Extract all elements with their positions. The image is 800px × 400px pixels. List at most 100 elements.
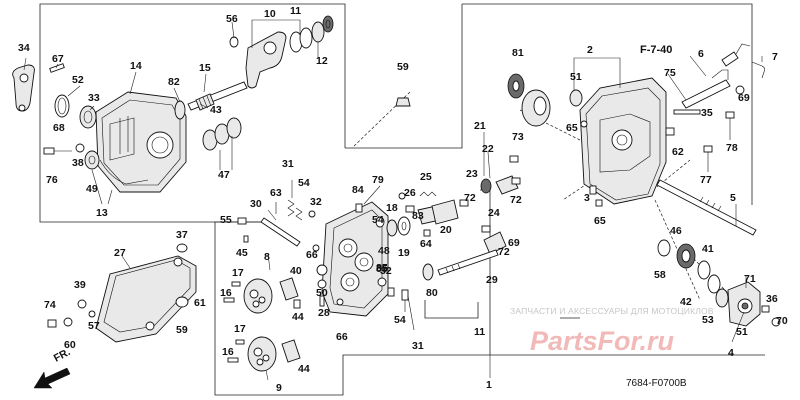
- part-oring-52: [54, 94, 70, 118]
- part-bolt-65: [595, 199, 603, 207]
- callout-54: 54: [394, 314, 406, 326]
- callout-26: 26: [404, 187, 416, 199]
- callout-34: 34: [18, 42, 30, 54]
- callout-47: 47: [218, 169, 230, 181]
- watermark: ЗАПЧАСТИ И АКСЕССУАРЫ ДЛЯ МОТОЦИКЛОВ Par…: [510, 306, 714, 356]
- callout-57: 57: [88, 320, 100, 332]
- callout-1: 1: [486, 379, 492, 391]
- callout-16: 16: [220, 287, 232, 299]
- part-housing-14: [95, 91, 187, 193]
- part-bolt-72-mid: [459, 199, 469, 207]
- part-washer-39: [77, 299, 87, 309]
- callout-16: 16: [222, 346, 234, 358]
- part-washer-60: [63, 317, 73, 327]
- callout-54: 54: [372, 214, 384, 226]
- part-spring-31: [287, 199, 295, 217]
- callout-80: 80: [426, 287, 438, 299]
- part-bolt-77: [703, 145, 713, 172]
- part-washer-66-lower: [336, 298, 344, 306]
- callout-45: 45: [236, 247, 248, 259]
- callout-22: 22: [482, 143, 494, 155]
- callout-37: 37: [176, 229, 188, 241]
- part-plate-20: [431, 199, 459, 225]
- callout-72: 72: [510, 194, 522, 206]
- part-bolt-78: [725, 111, 735, 140]
- callout-77: 77: [700, 174, 712, 186]
- part-pin-16-lower: [227, 357, 239, 363]
- part-plate-69: [483, 231, 507, 255]
- callout-7: 7: [772, 51, 778, 63]
- watermark-logo: PartsFor.ru: [530, 326, 675, 356]
- callout-49: 49: [86, 183, 98, 195]
- part-shaft-15: [187, 81, 248, 111]
- callout-73: 73: [512, 131, 524, 143]
- part-pin-16-upper: [223, 297, 235, 303]
- callout-66: 66: [336, 331, 348, 343]
- part-washer-65-top: [580, 120, 588, 128]
- callout-71: 71: [744, 273, 756, 285]
- part-bolt-35: [673, 109, 701, 115]
- callout-75: 75: [664, 67, 676, 79]
- watermark-text: ЗАПЧАСТИ И АКСЕССУАРЫ ДЛЯ МОТОЦИКЛОВ: [510, 306, 714, 316]
- callout-78: 78: [726, 142, 738, 154]
- callout-17: 17: [232, 267, 244, 279]
- part-washer-70: [771, 317, 781, 327]
- callout-50: 50: [316, 287, 328, 299]
- callout-59: 59: [397, 61, 409, 73]
- callout-18: 18: [386, 202, 398, 214]
- part-plate-44-lower: [281, 339, 301, 363]
- callout-14: 14: [130, 60, 142, 72]
- part-collar-61: [175, 296, 189, 308]
- callout-60: 60: [64, 339, 76, 351]
- part-seal-80: [422, 263, 434, 281]
- callout-f-7-40: F-7-40: [640, 44, 672, 56]
- callout-13: 13: [96, 207, 108, 219]
- part-bearing-81: [507, 73, 525, 99]
- callout-69: 69: [508, 237, 520, 249]
- callout-4: 4: [728, 347, 734, 359]
- callout-66: 66: [306, 249, 318, 261]
- callout-21: 21: [474, 120, 486, 132]
- part-bolt-32-low: [387, 287, 395, 297]
- drawing-code: 7684-F0700B: [626, 378, 687, 389]
- callout-32: 32: [380, 265, 392, 277]
- callout-46: 46: [670, 225, 682, 237]
- callout-74: 74: [44, 299, 56, 311]
- callout-84: 84: [352, 184, 364, 196]
- part-seal-49: [84, 150, 100, 170]
- callout-28: 28: [318, 307, 330, 319]
- part-bolt-72: [511, 177, 521, 185]
- callout-3: 3: [584, 192, 590, 204]
- part-collar-57: [88, 310, 96, 318]
- callout-27: 27: [114, 247, 126, 259]
- part-bolt-44-upper: [293, 299, 301, 309]
- part-bolt-3: [589, 185, 597, 195]
- part-plate-40: [279, 277, 299, 301]
- part-bolt-74: [47, 319, 57, 328]
- callout-17: 17: [234, 323, 246, 335]
- callout-62: 62: [672, 146, 684, 158]
- part-washer-18: [375, 216, 385, 228]
- callout-72: 72: [464, 192, 476, 204]
- callout-65: 65: [594, 215, 606, 227]
- part-washer-85: [377, 277, 387, 287]
- callout-8: 8: [264, 251, 270, 263]
- callout-40: 40: [290, 265, 302, 277]
- part-seal-53: [715, 288, 729, 308]
- part-washer-50: [316, 264, 328, 289]
- callout-10: 10: [264, 8, 276, 20]
- part-fork-10: [245, 31, 287, 89]
- callout-68: 68: [53, 122, 65, 134]
- part-ring-41: [697, 260, 711, 280]
- part-rings-12: [289, 15, 334, 53]
- callout-33: 33: [88, 92, 100, 104]
- callout-59: 59: [176, 324, 188, 336]
- callout-85: 85: [376, 262, 388, 274]
- part-seal-19: [397, 216, 411, 236]
- callout-54: 54: [298, 177, 310, 189]
- callout-52: 52: [72, 74, 84, 86]
- callout-61: 61: [194, 297, 206, 309]
- part-seal-33: [79, 105, 97, 129]
- part-gear-81: [521, 89, 551, 127]
- part-pin-17-upper: [231, 281, 241, 287]
